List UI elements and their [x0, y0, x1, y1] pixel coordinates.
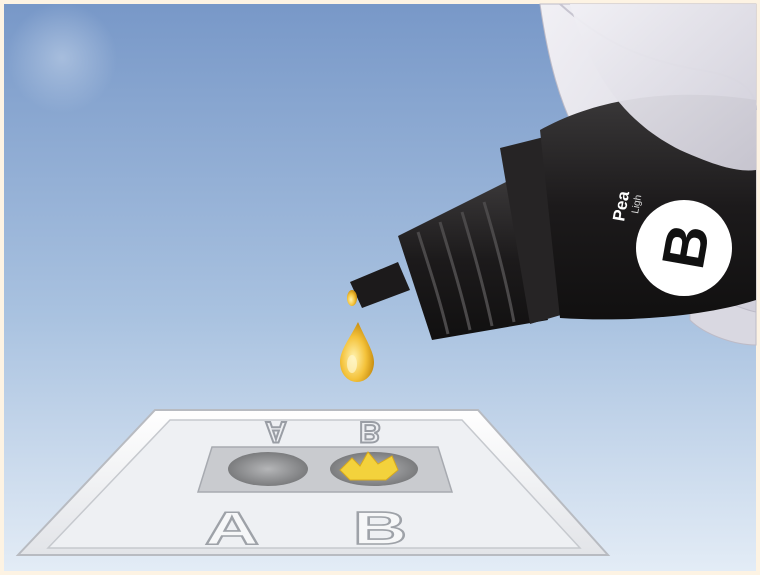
- sun-glow: [7, 3, 117, 113]
- drop-at-nozzle: [347, 290, 357, 306]
- well-a: [228, 452, 308, 486]
- tray-letter-bottom-left: A: [205, 502, 259, 554]
- tray-letter-top-left: A: [265, 415, 287, 448]
- tray-letter-top-right: B: [359, 415, 381, 448]
- drop-highlight: [347, 355, 357, 373]
- tray-letter-bottom-right: B: [353, 502, 407, 554]
